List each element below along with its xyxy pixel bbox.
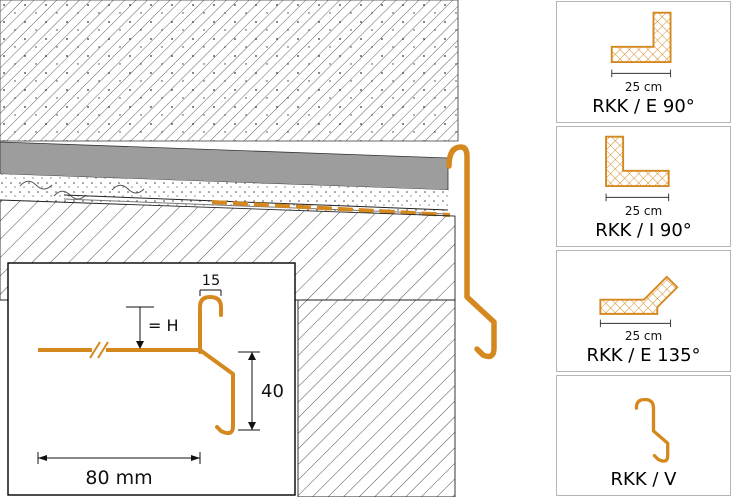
dim-leg-arrow-right: [191, 455, 200, 461]
detail-inset-box: [7, 262, 296, 496]
icon-dim-line: [599, 319, 671, 327]
dim-label-riser-height: = H: [148, 316, 179, 335]
panel-label: RKK / E 90°: [592, 95, 695, 117]
dim-leg-arrow-left: [38, 455, 47, 461]
leg-break-gap: [92, 342, 106, 358]
icon-dim-line: [610, 69, 671, 77]
panel-dimension-label: 25 cm: [624, 328, 663, 343]
panel-rkk-v[interactable]: RKK / V: [556, 374, 731, 496]
profile-cross-section-drawing: 15 = H 40: [0, 0, 497, 497]
corner-shape: [610, 11, 672, 63]
corner-shape: [598, 275, 679, 315]
rkk-profile-edge-outline: [446, 144, 497, 360]
panel-rkk-e135[interactable]: 25 cm RKK / E 135°: [556, 250, 731, 372]
panel-label: RKK / I 90°: [595, 220, 692, 241]
panel-rkk-i90[interactable]: 25 cm RKK / I 90°: [556, 125, 731, 247]
dim-label-drip-height: 40: [261, 381, 284, 402]
dim-label-leg-length: 80 mm: [85, 467, 152, 489]
product-variant-sidebar: 25 cm RKK / E 90° 25 cm RKK / I 90°: [555, 0, 733, 497]
corner-internal-90-icon: [604, 135, 670, 202]
dim-riser-arrow: [136, 341, 144, 349]
detail-inset: 15 = H 40: [7, 262, 296, 496]
panel-rkk-e90[interactable]: 25 cm RKK / E 90°: [556, 1, 731, 123]
dim-drip-arrow-top: [248, 352, 256, 360]
vertical-connector-icon: [634, 397, 669, 463]
corner-external-135-icon: [598, 275, 679, 327]
dim-drip-arrow-bottom: [248, 422, 256, 430]
detail-profile-riser-hook: [198, 294, 223, 354]
profile-anchoring-leg: [211, 200, 451, 217]
leg-break-marks: [89, 341, 109, 359]
panel-label: RKK / V: [610, 469, 677, 490]
connector-shape: [634, 397, 669, 463]
dim-drip-height: [238, 351, 260, 431]
corner-external-90-icon: [610, 11, 672, 77]
dim-label-hook-width: 15: [202, 273, 220, 289]
panel-dimension-label: 25 cm: [624, 204, 663, 218]
panel-dimension-label: 25 cm: [624, 79, 663, 94]
top-structure-speckle: [0, 0, 458, 141]
corner-shape: [604, 135, 670, 187]
dim-hook-width: [199, 289, 222, 296]
panel-label: RKK / E 135°: [586, 344, 701, 366]
icon-dim-line: [605, 193, 669, 202]
detail-profile-drip-edge: [198, 348, 235, 436]
wall-hatch: [297, 299, 456, 497]
